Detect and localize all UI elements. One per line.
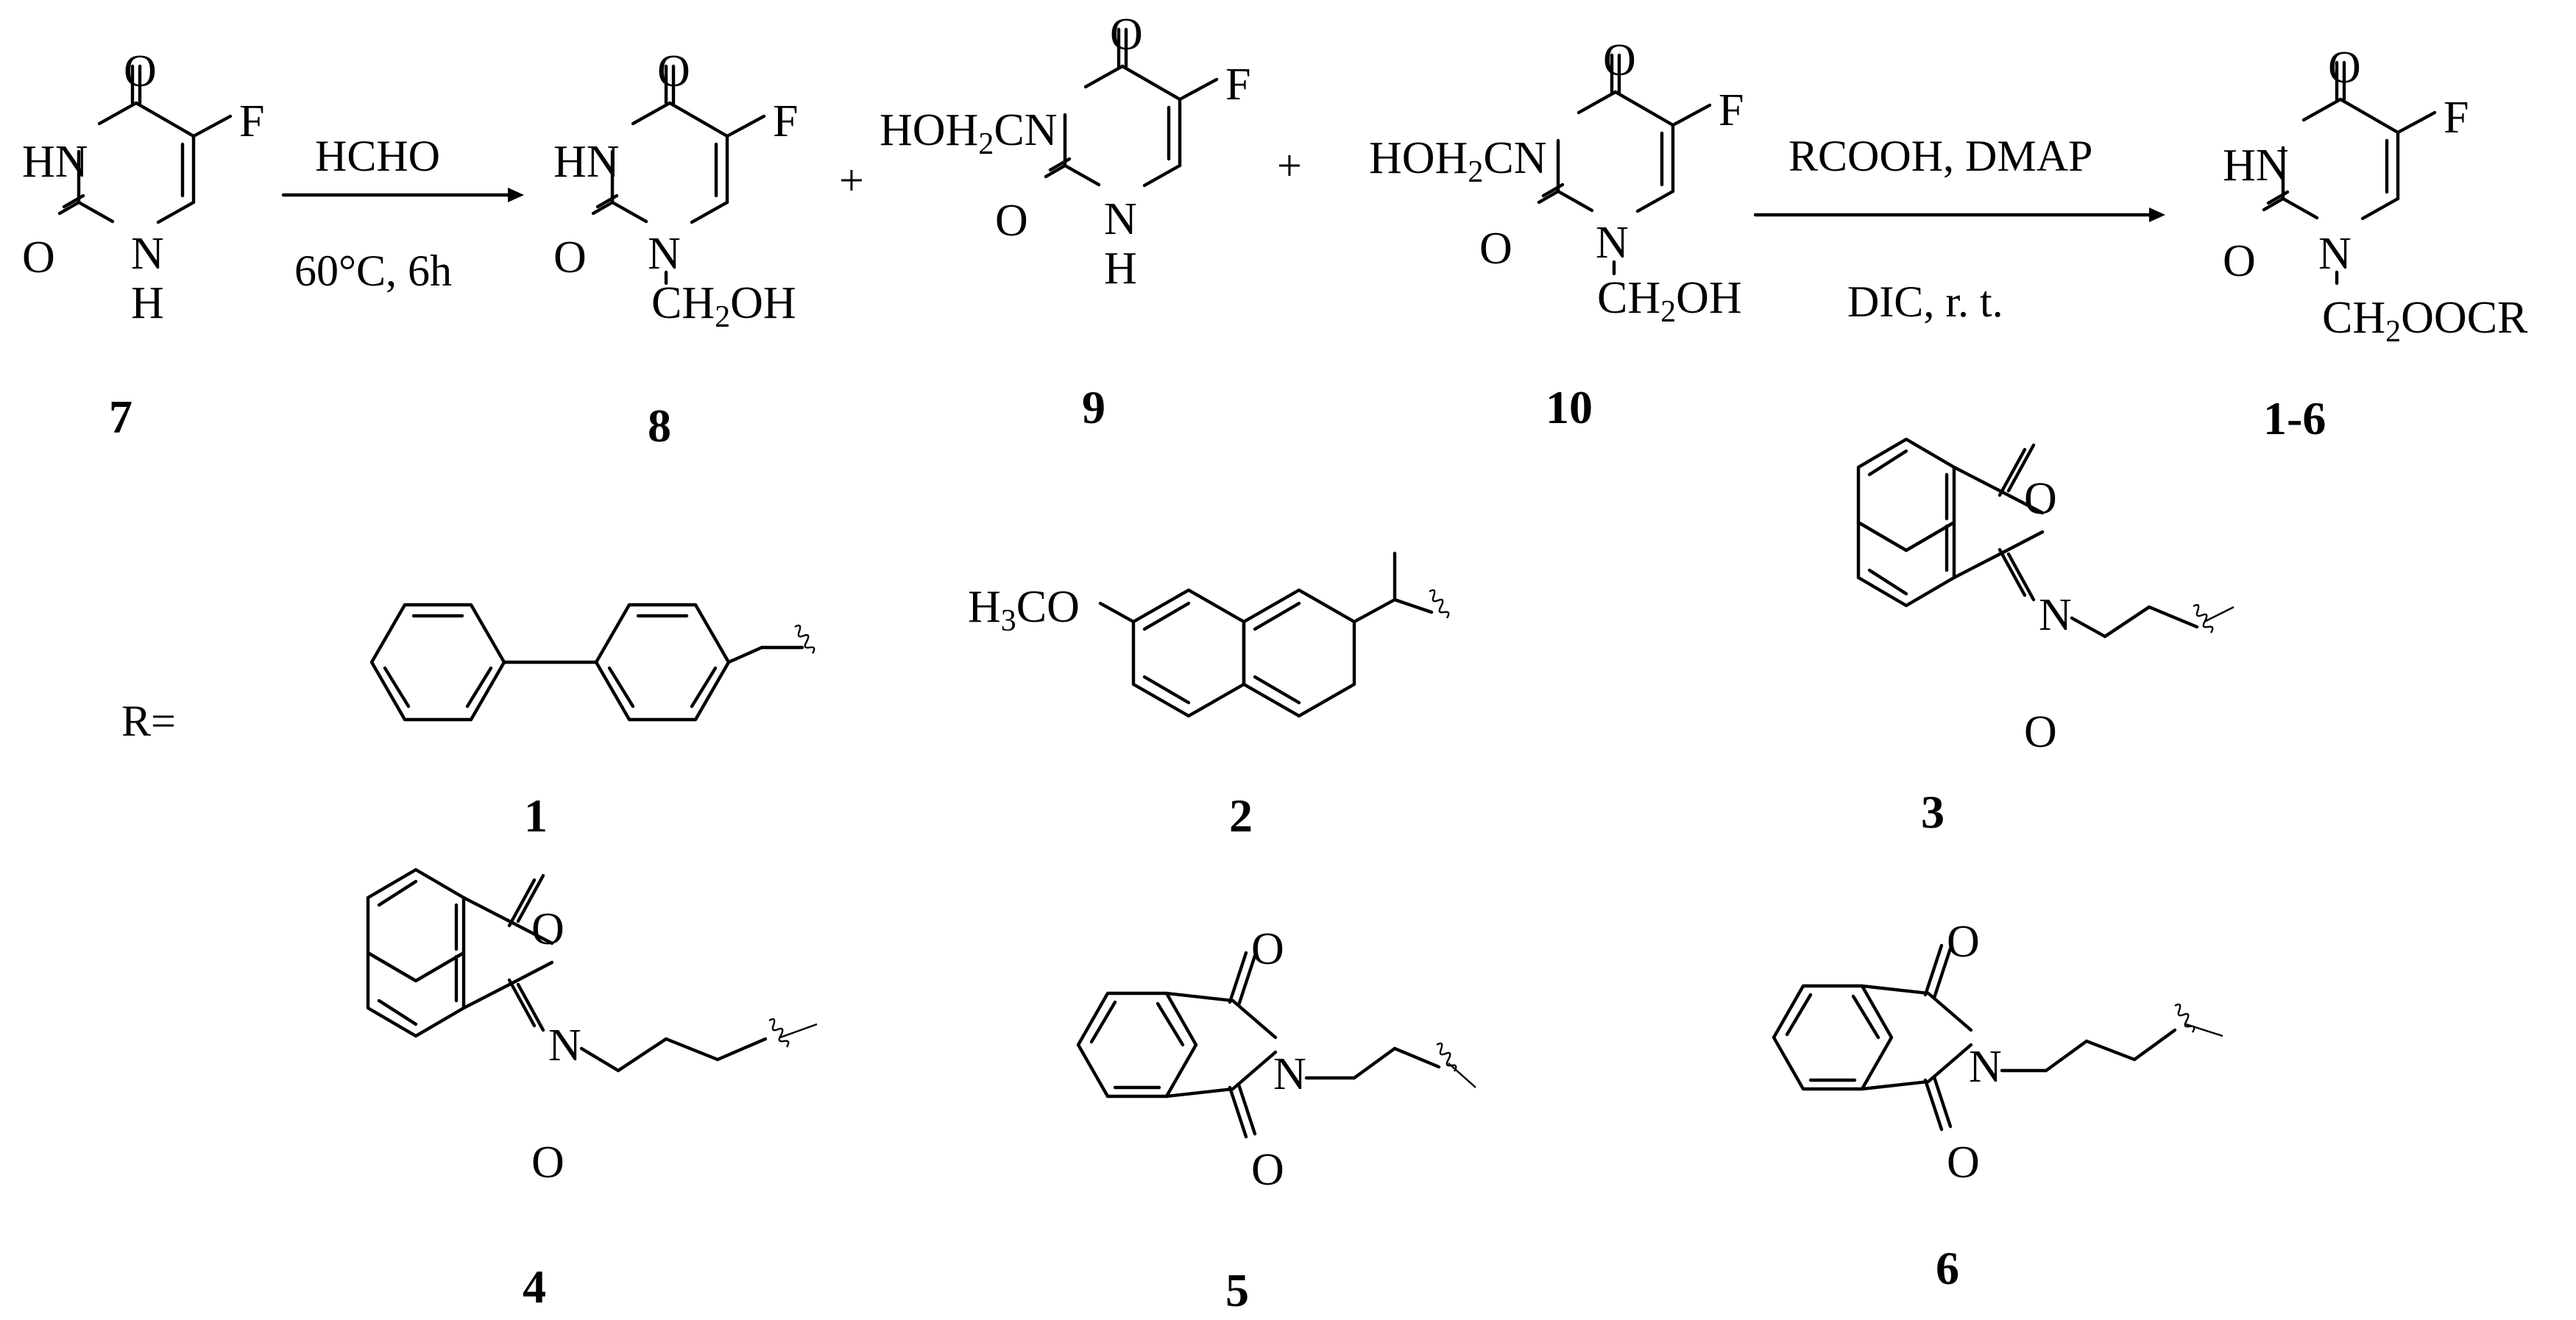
hoh2cn-group: HOH2CN [1369, 133, 1546, 189]
compound-label-5: 5 [1225, 1264, 1249, 1316]
atom-label: O [1251, 1145, 1284, 1195]
atom-label: N [648, 229, 681, 279]
conditions-step2: DIC, r. t. [1847, 277, 2003, 326]
atom-label: HN [22, 137, 88, 187]
atom-label: HN [553, 137, 620, 187]
h3co-group: H3CO [968, 582, 1080, 638]
atom-label: N [1596, 218, 1629, 268]
r-group-2: H3CO 2 [968, 551, 1450, 842]
reagent-hcho: HCHO [315, 132, 440, 180]
compound-1-6: O HN F O N CH2OOCR 1-6 [2223, 43, 2528, 444]
atom-label: F [1225, 60, 1250, 110]
atom-label: N [131, 229, 164, 279]
atom-label: H [1104, 244, 1137, 294]
atom-label: N [548, 1021, 581, 1071]
r-group-1: 1 [372, 605, 815, 842]
compound-8: O HN F O N CH2OH 8 [553, 46, 798, 452]
r-group-6: O O N 6 [1774, 917, 2223, 1294]
r-group-4: O O N 4 [368, 870, 818, 1313]
r-equals-label: R= [121, 697, 176, 745]
plus-sign-1: + [839, 156, 864, 205]
compound-label-7: 7 [109, 391, 132, 443]
atom-label: O [1603, 35, 1636, 85]
compound-label-9: 9 [1082, 381, 1105, 433]
atom-label: N [2039, 590, 2072, 640]
atom-label: O [553, 233, 587, 283]
compound-label-3: 3 [1921, 786, 1945, 838]
ch2oocr-group: CH2OOCR [2322, 293, 2528, 349]
atom-label: O [531, 1138, 565, 1188]
reaction-arrow-2: RCOOH, DMAP DIC, r. t. [1753, 132, 2165, 326]
atom-label: O [531, 904, 565, 954]
atom-label: O [1479, 224, 1512, 274]
atom-label: N [1969, 1042, 2002, 1092]
plus-sign-2: + [1277, 141, 1302, 190]
ch2oh-group: CH2OH [1597, 273, 1742, 329]
atom-label: O [1110, 10, 1143, 60]
compound-label-10: 10 [1546, 381, 1593, 433]
atom-label: HN [2223, 141, 2289, 191]
atom-label: F [239, 96, 264, 146]
atom-label: O [1947, 917, 1980, 967]
atom-label: O [2223, 236, 2256, 286]
atom-label: N [1273, 1049, 1306, 1099]
compound-7: O HN F O N H 7 [22, 46, 264, 443]
atom-label: F [1719, 85, 1744, 135]
atom-label: N [1104, 194, 1137, 244]
atom-label: O [657, 46, 690, 96]
atom-label: O [1251, 924, 1284, 974]
atom-label: F [773, 96, 798, 146]
atom-label: O [2024, 707, 2057, 757]
atom-label: O [2024, 474, 2057, 524]
atom-label: H [131, 278, 164, 328]
r-group-3: O O N 3 [1858, 439, 2234, 838]
atom-label: O [22, 233, 55, 283]
conditions-step1: 60°C, 6h [294, 246, 452, 295]
atom-label: O [1947, 1138, 1980, 1188]
compound-label-6: 6 [1936, 1242, 1959, 1294]
atom-label: O [995, 196, 1028, 246]
atom-label: O [2328, 43, 2361, 93]
compound-label-1-6: 1-6 [2263, 392, 2326, 444]
atom-label: F [2444, 93, 2469, 143]
reagent-rcooh-dmap: RCOOH, DMAP [1788, 132, 2092, 180]
atom-label: N [2318, 229, 2352, 279]
atom-label: O [124, 46, 157, 96]
compound-label-8: 8 [648, 400, 671, 452]
compound-label-2: 2 [1229, 789, 1253, 842]
compound-label-4: 4 [523, 1260, 546, 1313]
compound-label-1: 1 [524, 789, 548, 842]
ch2oh-group: CH2OH [651, 278, 796, 334]
compound-9: O HOH2CN F O N H 9 [880, 10, 1250, 433]
r-group-5: O O N 5 [1078, 924, 1476, 1316]
compound-10: O HOH2CN F O N CH2OH 10 [1369, 35, 1744, 433]
hoh2cn-group: HOH2CN [880, 105, 1057, 161]
reaction-arrow-1: HCHO 60°C, 6h [281, 132, 524, 295]
